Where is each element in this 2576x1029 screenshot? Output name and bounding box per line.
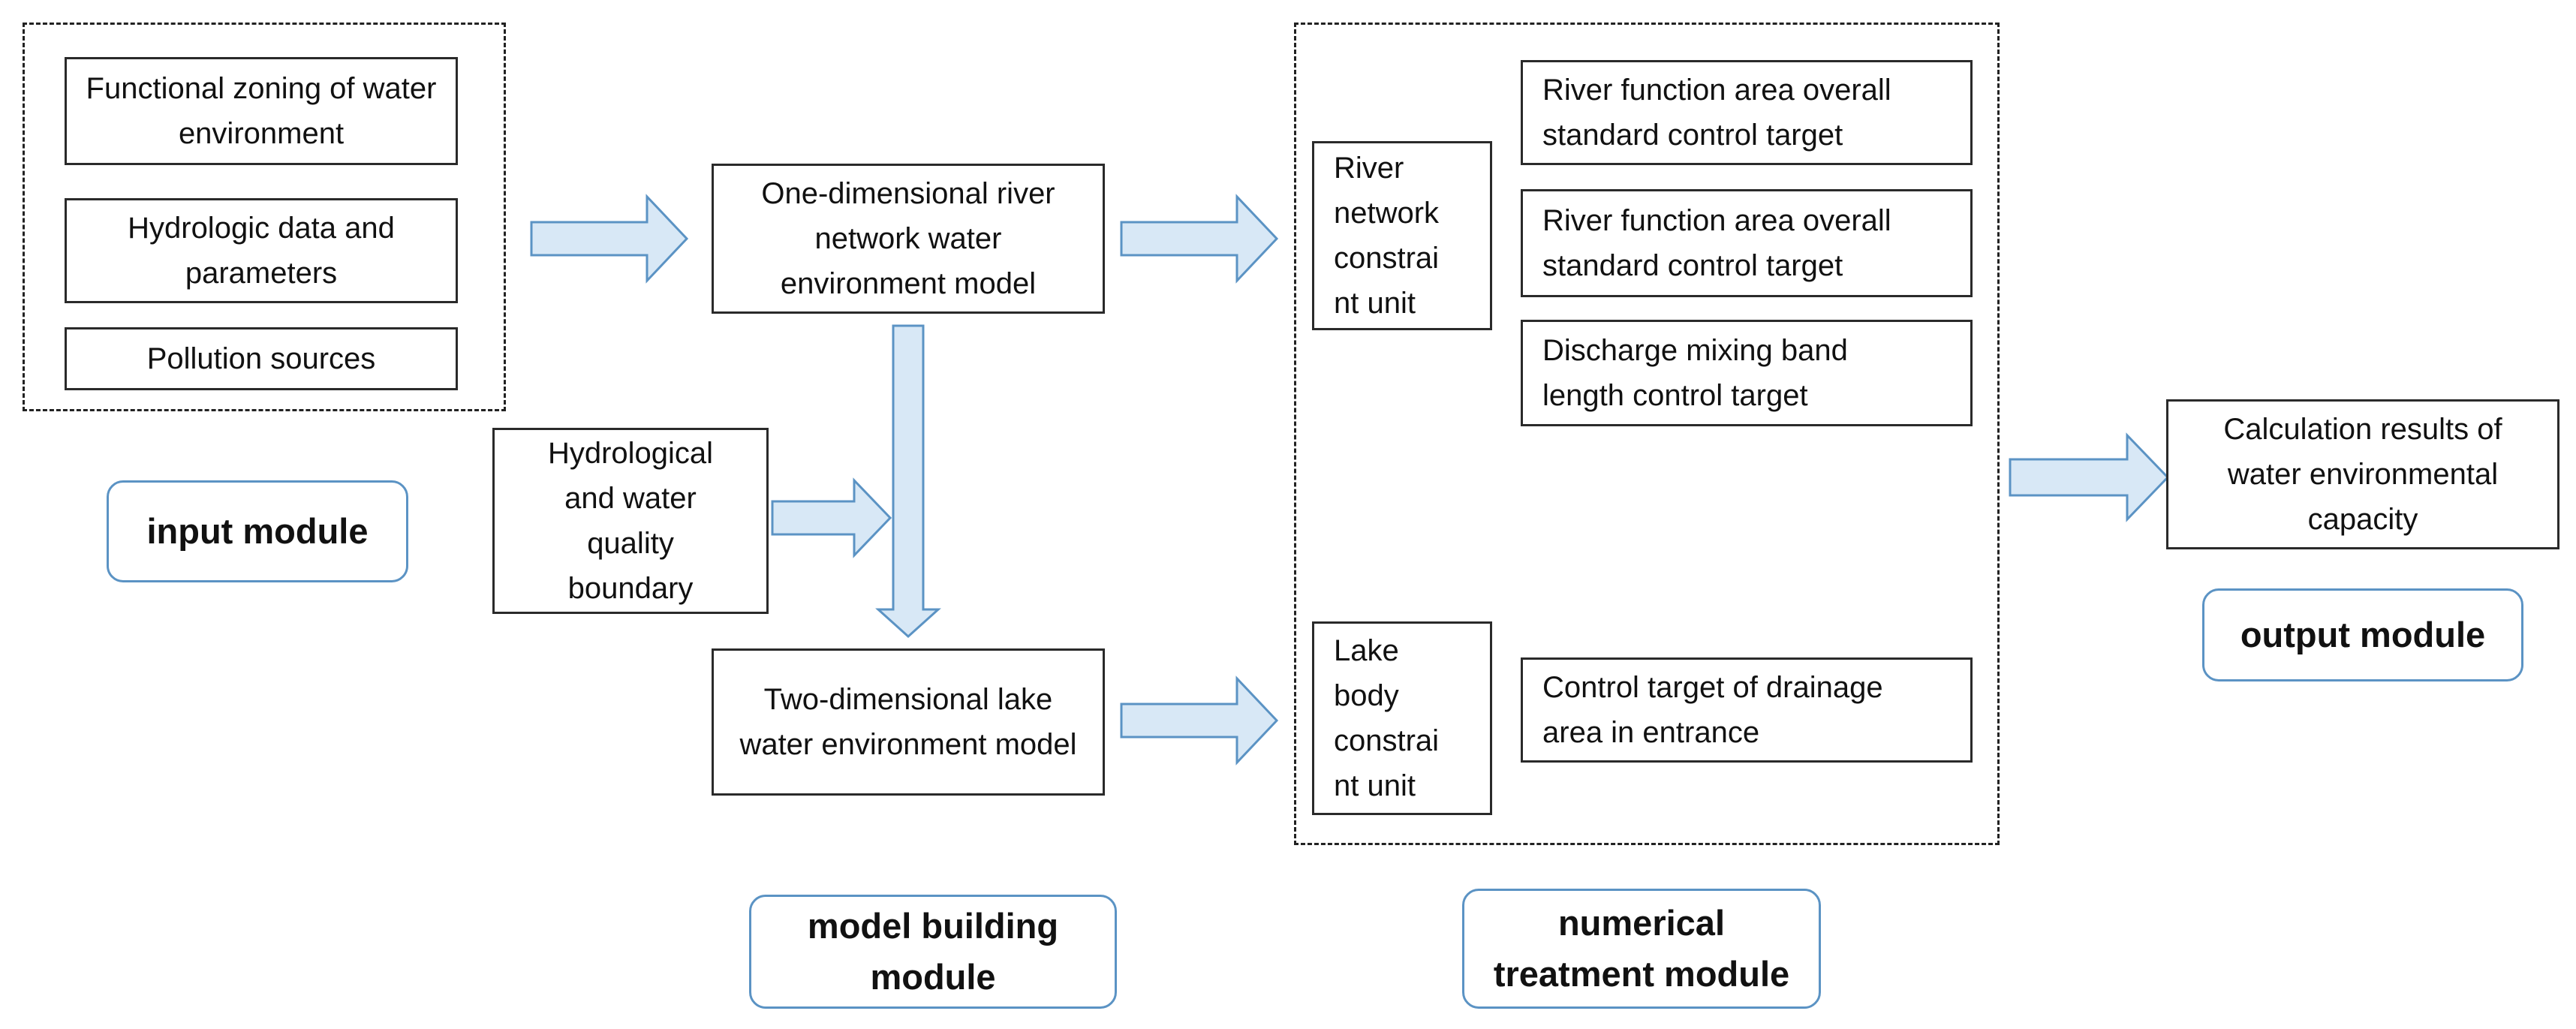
river-network-constraint-unit: River network constrai nt unit bbox=[1312, 141, 1492, 330]
lake-model-box: Two-dimensional lake water environment m… bbox=[712, 648, 1105, 796]
input-module-label: input module bbox=[107, 480, 408, 582]
arrow-boundary-to-models bbox=[771, 477, 892, 558]
model-building-module-label: model building module bbox=[749, 895, 1117, 1009]
numerical-treatment-group bbox=[1294, 23, 2000, 845]
numerical-treatment-module-label: numerical treatment module bbox=[1462, 889, 1821, 1009]
lake-body-constraint-unit: Lake body constrai nt unit bbox=[1312, 621, 1492, 815]
boundary-box: Hydrological and water quality boundary bbox=[492, 428, 769, 614]
river-target-discharge: Discharge mixing band length control tar… bbox=[1521, 320, 1973, 426]
river-target-2: River function area overall standard con… bbox=[1521, 189, 1973, 297]
input-box-pollution-sources: Pollution sources bbox=[65, 327, 458, 390]
arrow-lake-model-to-treatment bbox=[1120, 675, 1279, 766]
arrow-river-model-to-lake-model bbox=[875, 324, 941, 639]
river-network-model-box: One-dimensional river network water envi… bbox=[712, 164, 1105, 314]
arrow-treatment-to-output bbox=[2009, 432, 2170, 522]
output-module-label: output module bbox=[2202, 588, 2523, 681]
input-group bbox=[23, 23, 506, 411]
input-box-hydrologic-data: Hydrologic data and parameters bbox=[65, 198, 458, 303]
river-target-1: River function area overall standard con… bbox=[1521, 60, 1973, 165]
arrow-input-to-river-model bbox=[530, 194, 689, 284]
input-box-functional-zoning: Functional zoning of water environment bbox=[65, 57, 458, 165]
arrow-river-model-to-treatment bbox=[1120, 194, 1279, 284]
output-results-box: Calculation results of water environment… bbox=[2166, 399, 2559, 549]
lake-target-drainage: Control target of drainage area in entra… bbox=[1521, 657, 1973, 763]
